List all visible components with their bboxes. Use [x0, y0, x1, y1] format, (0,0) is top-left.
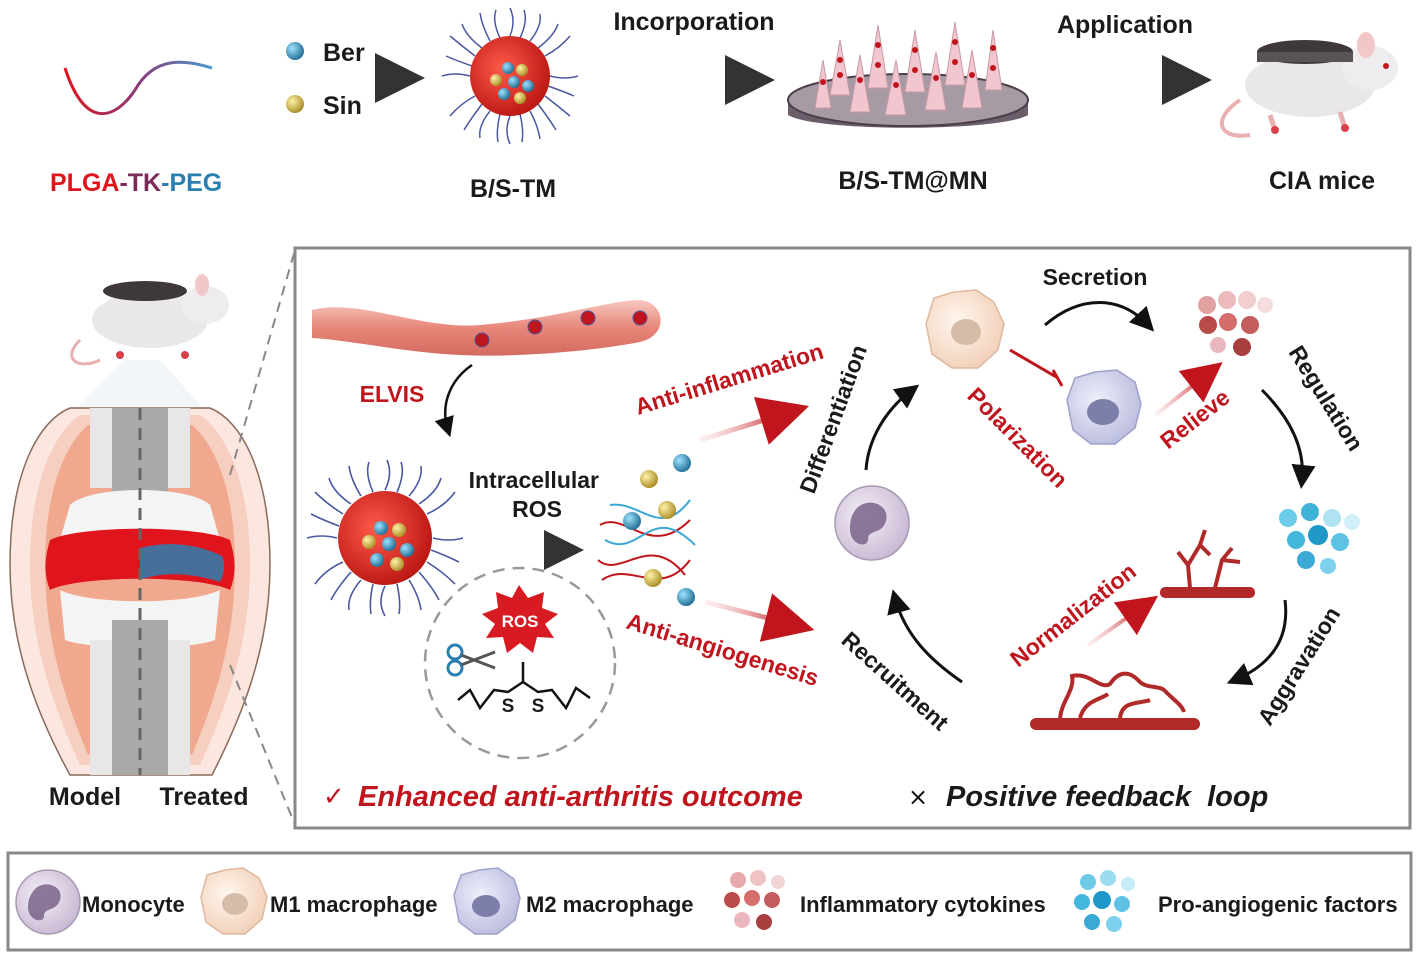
legend-monocyte-icon: [15, 869, 81, 935]
legend-m1-icon: [200, 867, 268, 935]
normalization-label: Normalization: [1005, 558, 1141, 672]
regulation-arrow: [1260, 388, 1316, 489]
legend-monocyte-label: Monocyte: [82, 892, 185, 917]
recruitment-arrow: [887, 589, 963, 684]
patch-label: B/S-TM@MN: [838, 167, 987, 195]
m1-cell-icon: [925, 289, 1005, 369]
legend-proangio-label: Pro-angiogenic factors: [1158, 892, 1398, 917]
sulfur-a-label: S: [502, 696, 515, 717]
mice-label: CIA mice: [1269, 167, 1375, 195]
sulfur-b-label: S: [532, 696, 545, 717]
sin-label: Sin: [323, 92, 362, 120]
polarization-inhibit: [1009, 348, 1064, 387]
legend-m1-label: M1 macrophage: [270, 892, 438, 917]
legend-m2-icon: [453, 867, 521, 935]
aggravation-label: Aggravation: [1252, 602, 1345, 730]
normal-vessel-icon: [1160, 529, 1255, 598]
cytokine-cluster-icon: [1198, 291, 1273, 356]
sin-particle-icon: [286, 95, 304, 113]
micelle-icon: [441, 7, 579, 145]
legend-m2-label: M2 macrophage: [526, 892, 694, 917]
treated-label: Treated: [160, 783, 249, 811]
anti-inflammation-label: Anti-inflammation: [632, 338, 827, 420]
loop-label: Positive feedback loop: [946, 781, 1268, 813]
elvis-label: ELVIS: [360, 381, 425, 407]
joint-panel: Model Treated: [9, 249, 296, 826]
scissors-icon: [446, 643, 496, 677]
anti-angiogenesis-arrow: [704, 593, 815, 642]
top-flow: PLGA-TK-PEG Ber Sin B/S-TM Incorpo: [50, 7, 1398, 203]
application-label: Application: [1057, 11, 1193, 39]
blood-vessel: [312, 300, 661, 356]
microneedle-patch-icon: [787, 21, 1029, 128]
ber-label: Ber: [323, 39, 365, 67]
ros-badge-icon: [482, 585, 558, 653]
anti-angiogenesis-label: Anti-angiogenesis: [624, 608, 822, 691]
polarization-label: Polarization: [962, 382, 1073, 493]
anti-inflammation-arrow: [699, 397, 810, 445]
mouse-small-icon: [70, 274, 229, 366]
ros-trigger-label: Intracellular ROS: [469, 467, 606, 522]
zoom-line-bottom: [229, 664, 296, 826]
model-label: Model: [49, 783, 121, 811]
polymer-chain: [63, 60, 213, 115]
loop-x-icon: ×: [908, 783, 928, 811]
released-payload: [597, 454, 696, 606]
micelle-large-icon: [306, 459, 464, 617]
legend-m1: M1 macrophage: [200, 867, 438, 935]
legend-cytokines: Inflammatory cytokines: [724, 870, 1046, 930]
recruitment-label: Recruitment: [837, 626, 954, 735]
legend-frame: [6, 851, 1413, 952]
m2-cell-icon: [1066, 369, 1142, 445]
thioketal-structure: [457, 680, 591, 711]
secretion-label: Secretion: [1043, 264, 1148, 290]
legend-m2: M2 macrophage: [453, 867, 694, 935]
outcome-label: Enhanced anti-arthritis outcome: [358, 781, 803, 813]
mouse-icon: [1219, 32, 1398, 138]
joint-illustration: [9, 407, 271, 776]
ber-particle-icon: [286, 42, 304, 60]
ros-cleavage-inset: ROS S S: [423, 566, 617, 760]
abnormal-vessel-icon: [1030, 671, 1200, 730]
micelle-label: B/S-TM: [470, 175, 556, 203]
proangio-cluster-icon: [1279, 503, 1360, 574]
elvis-arrow: [434, 363, 473, 438]
polymer-label: PLGA-TK-PEG: [50, 169, 222, 197]
mechanism-frame: [293, 246, 1412, 830]
legend-proangio: Pro-angiogenic factors: [1074, 870, 1398, 932]
legend-proangio-icon: [1074, 870, 1135, 932]
legend-cytokines-label: Inflammatory cytokines: [800, 892, 1046, 917]
secretion-arrow: [1044, 301, 1155, 332]
outcome-check-icon: ✓: [323, 782, 345, 812]
relieve-label: Relieve: [1155, 384, 1234, 454]
relieve-arrow: [1153, 362, 1223, 417]
aggravation-arrow: [1226, 599, 1288, 686]
incorporation-label: Incorporation: [613, 8, 774, 36]
normalization-arrow: [1086, 595, 1159, 647]
zoom-line-top: [229, 249, 296, 476]
legend-monocyte: Monocyte: [15, 869, 185, 935]
ros-badge-label: ROS: [502, 612, 539, 631]
monocyte-cell-icon: [834, 485, 910, 561]
legend-cytokines-icon: [724, 870, 785, 930]
differentiation-arrow: [864, 384, 920, 471]
